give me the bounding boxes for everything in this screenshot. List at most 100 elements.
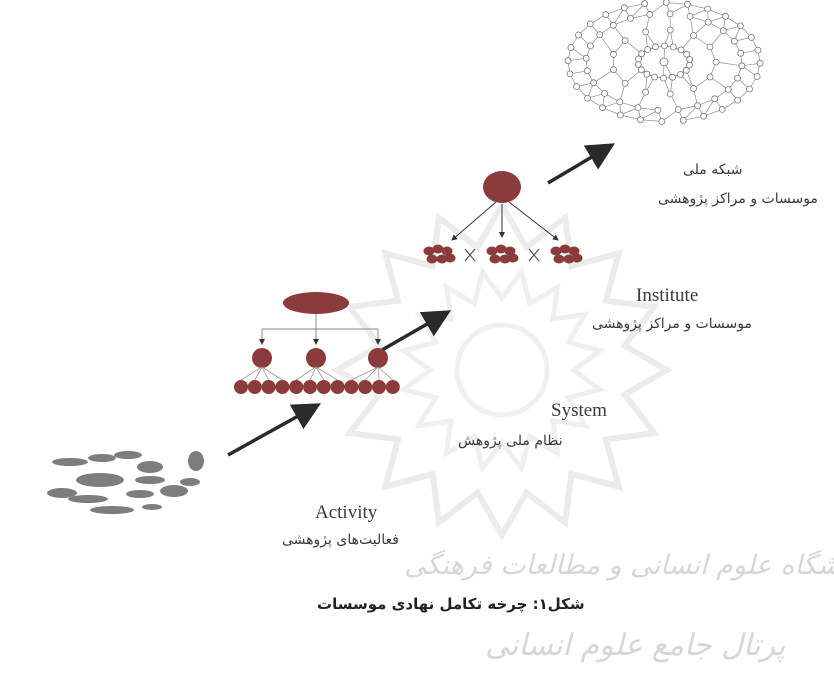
network-node [586, 20, 594, 28]
activity-ellipse [47, 488, 77, 498]
system-leaf-node [303, 380, 317, 394]
network-node [683, 50, 691, 58]
institute-cluster-node [441, 246, 453, 256]
network-node [722, 12, 729, 20]
activity-ellipse [135, 476, 165, 484]
network-node [587, 42, 594, 50]
activity-label-fa: فعالیت‌های پژوهشی [282, 532, 399, 548]
network-node [644, 46, 651, 53]
network-node [706, 73, 714, 81]
network-node [590, 79, 597, 87]
network-node [617, 111, 624, 119]
network-node [661, 42, 668, 50]
network-node [602, 11, 610, 19]
network-node [596, 31, 604, 38]
network-node [694, 102, 701, 109]
network-node [690, 32, 697, 39]
activity-ellipse [137, 461, 163, 473]
system-leaf-node [289, 380, 304, 394]
network-node [677, 71, 684, 78]
network-node [711, 95, 719, 103]
network-node [659, 57, 669, 67]
figure-caption: شکل۱: چرخه تکامل نهادی موسسات [317, 595, 585, 613]
network-node [700, 112, 708, 120]
institute-hierarchy [423, 171, 583, 264]
network-node [610, 50, 617, 58]
institute-cluster-node [553, 254, 565, 264]
network-node [575, 31, 582, 39]
network-node [684, 0, 691, 8]
star-watermark [330, 198, 674, 542]
system-leaf-node [372, 380, 386, 394]
system-hierarchy [234, 292, 400, 394]
institute-cluster-node [495, 244, 507, 254]
system-top-node [283, 292, 349, 314]
network-node [637, 116, 644, 124]
system-label-fa: نظام ملی پژوهش [458, 433, 563, 449]
activity-label-en: Activity [315, 502, 378, 523]
system-leaf-node [234, 380, 248, 394]
network-node [737, 49, 745, 57]
system-mid-node [306, 348, 326, 368]
network-node [724, 86, 732, 93]
network-node [634, 61, 642, 68]
network-node [704, 18, 712, 26]
activity-ellipse [188, 451, 204, 471]
watermark-portal-name: پرتال جامع علوم انسانی [485, 628, 786, 663]
national-network-graph [564, 0, 764, 125]
network-node [638, 50, 646, 58]
institute-cluster-node [489, 254, 501, 264]
cluster-separator [464, 248, 476, 262]
system-mid-node [368, 348, 388, 368]
activity-ellipse [52, 458, 88, 466]
network-node [666, 90, 674, 98]
network-node [582, 54, 590, 62]
network-node [754, 46, 762, 54]
watermark-institute-name: پژوهشگاه علوم انسانی و مطالعات فرهنگی [404, 550, 834, 581]
network-node [686, 56, 694, 63]
network-node [738, 62, 746, 70]
network-node [748, 34, 755, 41]
network-node [674, 106, 682, 113]
system-leaf-node [275, 380, 290, 394]
network-node [704, 5, 711, 13]
network-node [731, 37, 738, 45]
activity-ellipse [126, 490, 154, 498]
network-node [642, 88, 649, 96]
institute-label-en: Institute [636, 285, 699, 306]
network-node [658, 118, 666, 125]
system-leaf-node [247, 380, 262, 394]
network-node [599, 104, 606, 112]
institute-cluster-node [444, 253, 456, 263]
arrow-activity-to-system [227, 403, 322, 457]
institute-label-fa: موسسات و مراکز پژوهشی [592, 316, 752, 332]
network-node [601, 90, 609, 97]
network-node [690, 85, 697, 92]
network-node [637, 66, 645, 74]
system-leaf-node [261, 380, 276, 394]
network-node [706, 43, 714, 51]
activity-ellipse [180, 478, 200, 486]
network-node [627, 14, 634, 22]
cluster-separator [528, 248, 540, 262]
network-node [669, 73, 676, 81]
institute-cluster-node [486, 246, 498, 256]
network-node [652, 43, 659, 51]
network-node [669, 43, 677, 51]
institute-cluster-node [568, 246, 580, 256]
network-node [666, 26, 674, 34]
network-node [651, 73, 659, 81]
network-node [567, 44, 575, 51]
arrow-institute-to-network [547, 143, 616, 185]
network-node [686, 12, 694, 20]
system-leaf-node [330, 380, 345, 394]
network-node [584, 94, 591, 102]
network-node [643, 70, 651, 78]
network-node [635, 55, 642, 63]
network-node [634, 104, 642, 111]
institute-cluster-node [507, 253, 519, 263]
network-node [621, 37, 629, 44]
network-node [662, 0, 670, 6]
